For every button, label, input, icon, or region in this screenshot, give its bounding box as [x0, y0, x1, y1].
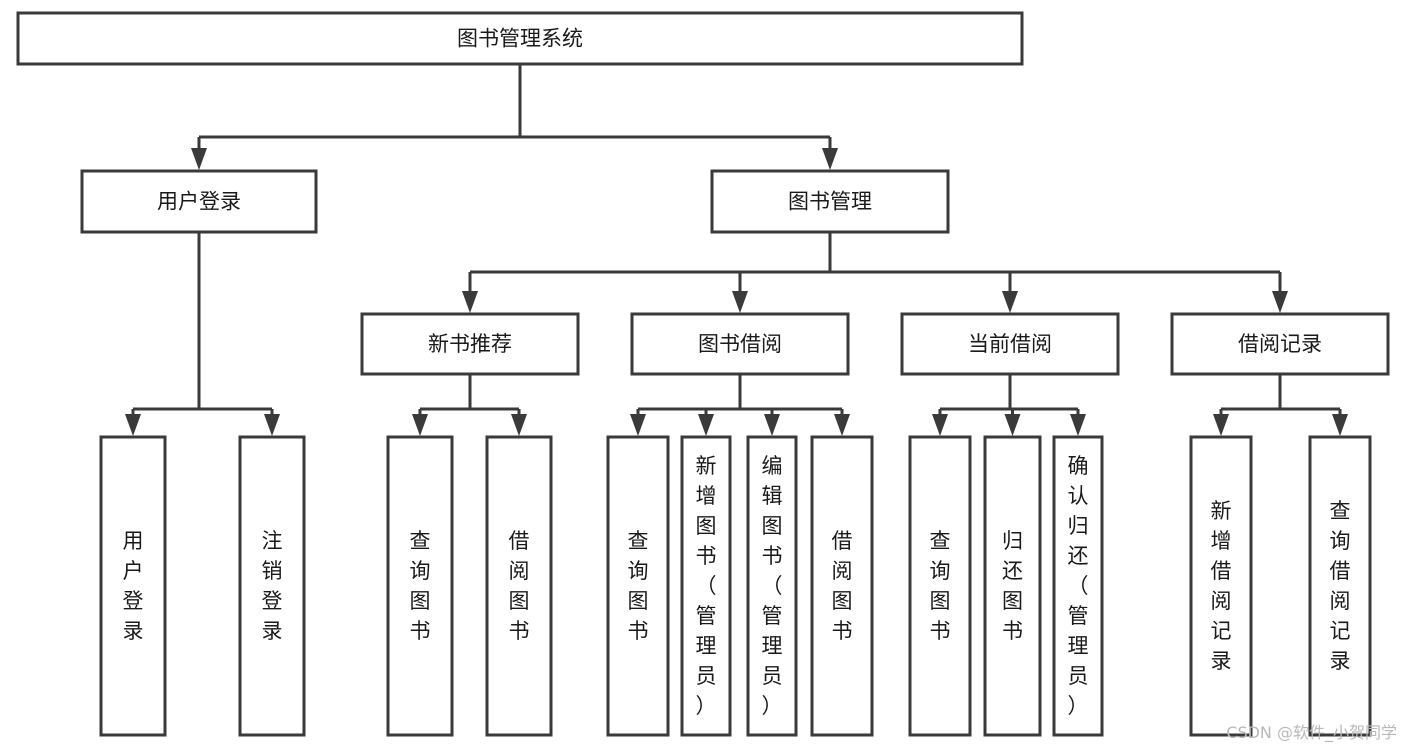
connector-group	[125, 64, 1348, 436]
node-leaf-confirm-return[interactable]: 确认归还（管理员）	[1052, 435, 1104, 737]
node-book-manage-label: 图书管理	[788, 190, 872, 214]
node-leaf-borrow-book[interactable]: 借阅图书	[810, 435, 874, 737]
node-leaf-query-record-rect[interactable]	[1308, 435, 1372, 737]
node-leaf-query-book-cur[interactable]: 查询图书	[908, 435, 972, 737]
node-leaf-add-book[interactable]: 新增图书（管理员）	[680, 435, 732, 737]
node-leaf-query-record[interactable]: 查询借阅记录	[1308, 435, 1372, 737]
node-leaf-query-book-rec-label: 查询图书	[410, 529, 431, 643]
node-root-system-label: 图书管理系统	[457, 27, 583, 51]
arrow-head-icon	[1272, 291, 1288, 313]
node-user-login[interactable]: 用户登录	[80, 169, 318, 234]
node-current-borrow-rect[interactable]	[900, 312, 1120, 376]
node-book-borrow-label: 图书借阅	[698, 332, 782, 356]
node-leaf-query-book-cur-rect[interactable]	[908, 435, 972, 737]
node-leaf-borrow-book-rect[interactable]	[810, 435, 874, 737]
arrow-head-icon	[1213, 414, 1229, 436]
arrow-head-icon	[412, 414, 428, 436]
node-leaf-edit-book-rect[interactable]	[746, 435, 798, 737]
node-leaf-user-logout[interactable]: 注销登录	[238, 435, 306, 737]
arrow-head-icon	[834, 414, 850, 436]
arrow-head-icon	[630, 414, 646, 436]
node-leaf-query-book-cur-label: 查询图书	[930, 529, 951, 643]
node-group: 图书管理系统用户登录图书管理新书推荐图书借阅当前借阅借阅记录用户登录注销登录查询…	[16, 11, 1390, 737]
node-leaf-return-book[interactable]: 归还图书	[983, 435, 1042, 737]
node-leaf-query-book-rec-rect[interactable]	[386, 435, 454, 737]
node-new-book-rec[interactable]: 新书推荐	[360, 312, 580, 376]
arrow-head-icon	[191, 148, 207, 170]
node-leaf-add-book-rect[interactable]	[680, 435, 732, 737]
node-leaf-add-record-rect[interactable]	[1189, 435, 1253, 737]
node-book-manage[interactable]: 图书管理	[710, 169, 950, 234]
node-leaf-borrow-book-rec-rect[interactable]	[485, 435, 553, 737]
node-new-book-rec-rect[interactable]	[360, 312, 580, 376]
node-new-book-rec-label: 新书推荐	[428, 332, 512, 356]
arrow-head-icon	[125, 414, 141, 436]
arrow-head-icon	[764, 414, 780, 436]
node-book-borrow[interactable]: 图书借阅	[630, 312, 850, 376]
node-leaf-borrow-book-rec[interactable]: 借阅图书	[485, 435, 553, 737]
node-user-login-rect[interactable]	[80, 169, 318, 234]
arrow-head-icon	[264, 414, 280, 436]
arrow-head-icon	[698, 414, 714, 436]
node-root-system-rect[interactable]	[16, 11, 1024, 66]
node-leaf-user-login-label: 用户登录	[123, 529, 144, 643]
node-current-borrow-label: 当前借阅	[968, 332, 1052, 356]
node-leaf-confirm-return-rect[interactable]	[1052, 435, 1104, 737]
node-leaf-user-login[interactable]: 用户登录	[99, 435, 167, 737]
arrow-head-icon	[822, 148, 838, 170]
arrow-head-icon	[1332, 414, 1348, 436]
node-leaf-user-logout-label: 注销登录	[262, 529, 283, 643]
arrow-head-icon	[462, 291, 478, 313]
arrow-head-icon	[732, 291, 748, 313]
node-leaf-query-book-borrow-label: 查询图书	[628, 529, 649, 643]
node-book-borrow-rect[interactable]	[630, 312, 850, 376]
node-root-system[interactable]: 图书管理系统	[16, 11, 1024, 66]
node-borrow-record-label: 借阅记录	[1238, 332, 1322, 356]
node-leaf-query-book-rec[interactable]: 查询图书	[386, 435, 454, 737]
node-borrow-record[interactable]: 借阅记录	[1170, 312, 1390, 376]
node-leaf-query-book-borrow[interactable]: 查询图书	[606, 435, 670, 737]
node-leaf-user-logout-rect[interactable]	[238, 435, 306, 737]
node-leaf-query-record-label: 查询借阅记录	[1330, 499, 1351, 673]
node-leaf-add-record-label: 新增借阅记录	[1211, 499, 1232, 673]
node-leaf-return-book-label: 归还图书	[1002, 529, 1023, 643]
node-leaf-borrow-book-rec-label: 借阅图书	[509, 529, 530, 643]
node-user-login-label: 用户登录	[157, 190, 241, 214]
node-leaf-return-book-rect[interactable]	[983, 435, 1042, 737]
node-book-manage-rect[interactable]	[710, 169, 950, 234]
arrow-head-icon	[1002, 291, 1018, 313]
node-borrow-record-rect[interactable]	[1170, 312, 1390, 376]
node-leaf-query-book-borrow-rect[interactable]	[606, 435, 670, 737]
arrow-head-icon	[932, 414, 948, 436]
node-leaf-user-login-rect[interactable]	[99, 435, 167, 737]
arrow-head-icon	[1070, 414, 1086, 436]
arrow-head-icon	[511, 414, 527, 436]
node-leaf-edit-book[interactable]: 编辑图书（管理员）	[746, 435, 798, 737]
node-leaf-confirm-return-label: 确认归还（管理员）	[1068, 454, 1089, 718]
arrow-head-icon	[1004, 414, 1021, 436]
node-leaf-add-record[interactable]: 新增借阅记录	[1189, 435, 1253, 737]
node-leaf-edit-book-label: 编辑图书（管理员）	[762, 454, 783, 718]
node-current-borrow[interactable]: 当前借阅	[900, 312, 1120, 376]
node-leaf-add-book-label: 新增图书（管理员）	[696, 454, 717, 718]
node-leaf-borrow-book-label: 借阅图书	[832, 529, 853, 643]
